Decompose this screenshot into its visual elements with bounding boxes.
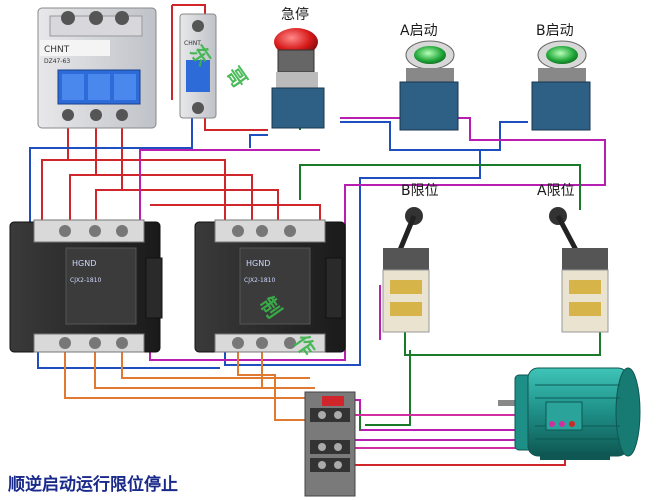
emergency-stop-button: [271, 28, 325, 129]
wires: [29, 4, 606, 466]
a-start-button: [399, 40, 459, 131]
main-circuit-breaker: CHNT DZ47-63: [37, 7, 157, 129]
orange-wire: [94, 345, 315, 389]
red-wire: [204, 118, 268, 131]
a-limit-label: A限位: [537, 183, 575, 199]
orange-wire: [121, 345, 310, 379]
contactor-km1-brand: HGND: [72, 259, 96, 268]
red-wire: [68, 159, 226, 230]
contactor-km2-brand: HGND: [246, 259, 270, 268]
purple-wire: [340, 117, 606, 250]
green-wire: [404, 330, 601, 356]
a-limit-switch: [549, 207, 609, 333]
contactor-km1: HGND CJX2-1810: [9, 219, 163, 353]
blue-wire: [37, 350, 220, 369]
contactor-km2-model: CJX2-1810: [244, 277, 276, 284]
terminal-block: [304, 391, 356, 497]
orange-wire: [64, 345, 320, 399]
b-limit-switch: [382, 207, 430, 333]
estop-label: 急停: [281, 7, 309, 23]
a-start-label: A启动: [400, 23, 438, 39]
red-wire: [95, 125, 123, 232]
contactor-km1-model: CJX2-1810: [70, 277, 102, 284]
red-wire: [96, 174, 253, 228]
b-start-button: [531, 40, 591, 131]
breaker-brand: CHNT: [44, 45, 70, 55]
orange-wire: [237, 345, 315, 421]
red-wire: [41, 125, 69, 240]
purple-wire: [139, 149, 320, 240]
breaker-model: DZ47-63: [44, 58, 70, 65]
b-limit-label: B限位: [401, 183, 439, 199]
three-phase-motor: [498, 367, 641, 460]
green-wire: [359, 350, 411, 430]
b-start-label: B启动: [536, 23, 574, 39]
blue-wire: [249, 134, 268, 148]
contactor-km2: HGND CJX2-1810: [194, 219, 346, 353]
red-wire: [69, 125, 97, 235]
blue-wire: [395, 121, 528, 151]
blue-wire: [224, 121, 481, 366]
red-wire: [122, 189, 279, 225]
small-breaker-brand: CHNT: [184, 40, 201, 47]
control-circuit-breaker: CHNT: [179, 13, 217, 119]
diagram-caption: 顺逆启动运行限位停止: [8, 475, 178, 495]
